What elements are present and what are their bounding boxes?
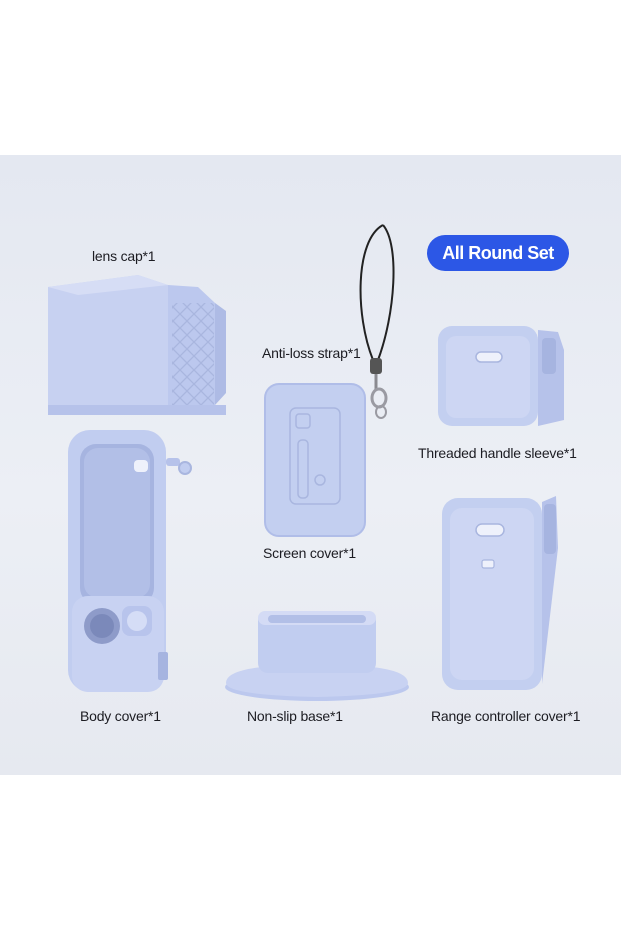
threaded-handle-sleeve-image <box>438 326 564 426</box>
screen-cover-label: Screen cover*1 <box>263 545 356 561</box>
screen-cover-image <box>264 383 366 537</box>
body-cover-label: Body cover*1 <box>80 708 161 724</box>
non-slip-base-label: Non-slip base*1 <box>247 708 343 724</box>
body-cover-image <box>68 430 192 692</box>
all-round-set-badge: All Round Set <box>427 235 569 271</box>
anti-loss-strap-image <box>359 224 395 419</box>
anti-loss-strap-label: Anti-loss strap*1 <box>262 345 361 361</box>
range-controller-cover-image <box>442 496 558 690</box>
lens-cap-image <box>48 275 226 415</box>
threaded-handle-sleeve-label: Threaded handle sleeve*1 <box>418 445 577 461</box>
range-controller-cover-label: Range controller cover*1 <box>431 708 581 724</box>
product-showcase: All Round Set lens cap*1 Body cover*1 <box>0 155 621 775</box>
non-slip-base-image <box>225 611 409 701</box>
lens-cap-label: lens cap*1 <box>92 248 156 264</box>
